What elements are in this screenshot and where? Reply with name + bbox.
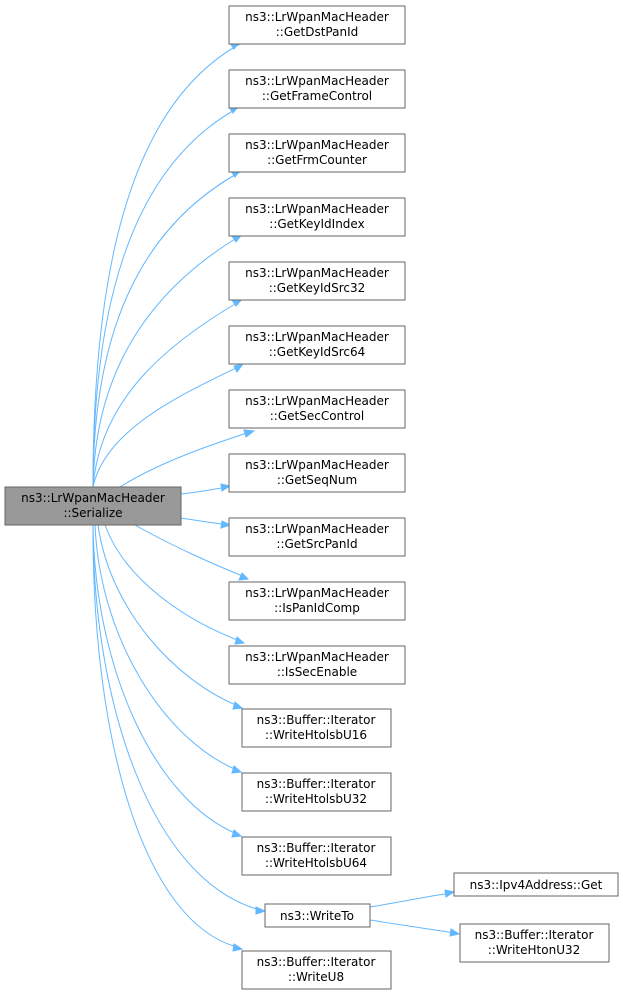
- node-getframecontrol[interactable]: ns3::LrWpanMacHeader ::GetFrameControl: [228, 69, 406, 109]
- node-label-line2: ::Serialize: [63, 506, 122, 520]
- node-getseqnum[interactable]: ns3::LrWpanMacHeader ::GetSeqNum: [228, 453, 406, 493]
- node-label-line2: ::GetKeyIdIndex: [269, 217, 364, 231]
- edge-getfrmcounter: [92, 171, 241, 488]
- node-writeto[interactable]: ns3::WriteTo: [264, 903, 371, 928]
- node-getkeyidsrc64[interactable]: ns3::LrWpanMacHeader ::GetKeyIdSrc64: [228, 325, 406, 365]
- edge-getsrcpanid: [180, 517, 229, 526]
- node-label-line1: ns3::LrWpanMacHeader: [21, 491, 165, 505]
- node-label-line2: ::WriteHtolsbU32: [265, 792, 367, 806]
- node-writehtolsbu16[interactable]: ns3::Buffer::Iterator ::WriteHtolsbU16: [241, 708, 392, 748]
- edge-getframecontrol: [92, 107, 239, 488]
- edge-arrow: [231, 765, 243, 774]
- node-ipv4address-get[interactable]: ns3::Ipv4Address::Get: [453, 872, 619, 897]
- edge-ipv4address-get: [369, 892, 451, 908]
- node-writehtolsbu64[interactable]: ns3::Buffer::Iterator ::WriteHtolsbU64: [241, 836, 392, 876]
- node-getkeyidindex[interactable]: ns3::LrWpanMacHeader ::GetKeyIdIndex: [228, 197, 406, 237]
- node-label-line1: ns3::LrWpanMacHeader: [245, 266, 389, 280]
- edge-issecenable: [104, 524, 241, 642]
- node-label-line2: ::GetSrcPanId: [276, 537, 357, 551]
- node-label-line1: ns3::Buffer::Iterator: [475, 928, 594, 942]
- edge-arrow: [444, 889, 456, 898]
- node-getsrcpanid[interactable]: ns3::LrWpanMacHeader ::GetSrcPanId: [228, 517, 406, 557]
- edges: [92, 39, 461, 952]
- node-label-line1: ns3::Buffer::Iterator: [257, 713, 376, 727]
- node-label-line2: ::GetFrmCounter: [267, 153, 367, 167]
- node-label-line1: ns3::Buffer::Iterator: [257, 841, 376, 855]
- node-label-line1: ns3::Buffer::Iterator: [257, 777, 376, 791]
- edge-arrow: [231, 829, 243, 838]
- edge-writehtolsbu64: [92, 524, 238, 835]
- edge-writeu8: [92, 524, 238, 948]
- edge-writehtolsbu32: [94, 524, 238, 771]
- node-label-line1: ns3::LrWpanMacHeader: [245, 394, 389, 408]
- edge-writeto: [92, 524, 261, 911]
- edge-getdstpanid: [92, 43, 241, 488]
- edge-arrow: [233, 363, 245, 373]
- node-writehtolsbu32[interactable]: ns3::Buffer::Iterator ::WriteHtolsbU32: [241, 772, 392, 812]
- node-label-line2: ::WriteHtolsbU64: [265, 856, 367, 870]
- node-label-line2: ::IsPanIdComp: [274, 601, 360, 615]
- node-label-line2: ::GetDstPanId: [276, 25, 358, 39]
- node-getkeyidsrc32[interactable]: ns3::LrWpanMacHeader ::GetKeyIdSrc32: [228, 261, 406, 301]
- node-label-line1: ns3::LrWpanMacHeader: [245, 522, 389, 536]
- node-getdstpanid[interactable]: ns3::LrWpanMacHeader ::GetDstPanId: [228, 5, 406, 45]
- node-writehtonu32[interactable]: ns3::Buffer::Iterator ::WriteHtonU32: [459, 923, 610, 963]
- node-label-line2: ::GetSecControl: [270, 409, 364, 423]
- node-label-line1: ns3::WriteTo: [280, 909, 354, 923]
- edge-arrow: [232, 701, 244, 710]
- edge-ispanidcomp: [134, 524, 246, 578]
- node-getfrmcounter[interactable]: ns3::LrWpanMacHeader ::GetFrmCounter: [228, 133, 406, 173]
- node-label-line2: ::GetKeyIdSrc64: [269, 345, 366, 359]
- edge-writehtonu32: [369, 919, 456, 934]
- node-label-line2: ::WriteHtolsbU16: [265, 728, 367, 742]
- node-writeu8[interactable]: ns3::Buffer::Iterator ::WriteU8: [241, 950, 392, 990]
- edge-getseqnum: [180, 486, 229, 495]
- node-label-line1: ns3::LrWpanMacHeader: [245, 650, 389, 664]
- edge-arrow: [243, 429, 256, 438]
- edge-arrow: [238, 572, 250, 581]
- node-label-line2: ::IsSecEnable: [277, 665, 357, 679]
- edge-arrow: [234, 636, 246, 645]
- node-label-line1: ns3::LrWpanMacHeader: [245, 202, 389, 216]
- edge-getkeyidsrc64: [92, 365, 241, 488]
- node-label-line1: ns3::LrWpanMacHeader: [245, 586, 389, 600]
- node-label-line2: ::GetSeqNum: [277, 473, 357, 487]
- node-ispanidcomp[interactable]: ns3::LrWpanMacHeader ::IsPanIdComp: [228, 581, 406, 621]
- node-label-line2: ::GetFrameControl: [262, 89, 372, 103]
- edge-getseccontrol: [119, 431, 251, 488]
- edge-writehtolsbu16: [97, 524, 239, 707]
- node-root-serialize[interactable]: ns3::LrWpanMacHeader ::Serialize: [4, 486, 182, 526]
- node-label-line2: ::GetKeyIdSrc32: [269, 281, 366, 295]
- node-label-line2: ::WriteHtonU32: [488, 943, 581, 957]
- node-label-line1: ns3::Ipv4Address::Get: [470, 878, 603, 892]
- edge-arrow: [220, 520, 232, 529]
- node-label-line1: ns3::LrWpanMacHeader: [245, 330, 389, 344]
- node-getseccontrol[interactable]: ns3::LrWpanMacHeader ::GetSecControl: [228, 389, 406, 429]
- node-label-line1: ns3::LrWpanMacHeader: [245, 458, 389, 472]
- node-label-line1: ns3::LrWpanMacHeader: [245, 138, 389, 152]
- node-label-line2: ::WriteU8: [288, 970, 344, 984]
- node-issecenable[interactable]: ns3::LrWpanMacHeader ::IsSecEnable: [228, 645, 406, 685]
- edge-getkeyidindex: [92, 235, 241, 488]
- node-label-line1: ns3::Buffer::Iterator: [257, 955, 376, 969]
- edge-arrow: [255, 906, 267, 915]
- node-label-line1: ns3::LrWpanMacHeader: [245, 10, 389, 24]
- edge-arrow: [232, 943, 244, 952]
- node-label-line1: ns3::LrWpanMacHeader: [245, 74, 389, 88]
- edge-arrow: [220, 483, 232, 492]
- edge-arrow: [449, 928, 461, 937]
- edge-getkeyidsrc32: [92, 300, 241, 488]
